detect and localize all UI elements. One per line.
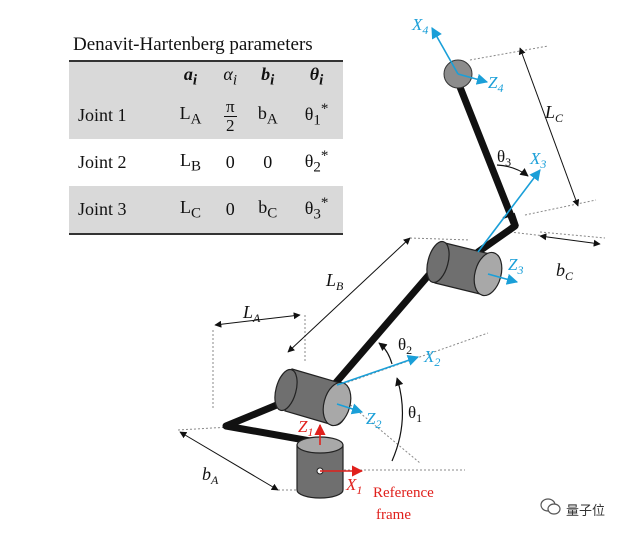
cell-b: bC bbox=[245, 186, 290, 235]
reference-frame-label-line2: frame bbox=[376, 507, 411, 523]
axes-red bbox=[314, 423, 364, 477]
label-z1: Z1 bbox=[298, 417, 313, 439]
label-theta3: θ3 bbox=[497, 147, 511, 169]
lc-top-guide bbox=[469, 45, 549, 61]
header-alpha: αi bbox=[214, 60, 246, 92]
label-ba: bA bbox=[202, 464, 219, 487]
base-cylinder bbox=[296, 436, 344, 499]
watermark: 量子位 bbox=[540, 498, 605, 520]
joint1-cylinder bbox=[274, 368, 352, 427]
reference-frame-label-line1: Reference bbox=[373, 485, 434, 501]
cell-alpha: 0 bbox=[214, 186, 246, 235]
cell-b: bA bbox=[245, 92, 290, 139]
label-z2: Z2 bbox=[366, 409, 381, 431]
label-la: LA bbox=[242, 302, 261, 325]
row-name: Joint 2 bbox=[78, 152, 127, 172]
label-z4: Z4 bbox=[488, 73, 503, 95]
label-theta2: θ2 bbox=[398, 335, 412, 357]
link-a bbox=[222, 398, 320, 446]
row-name: Joint 1 bbox=[69, 92, 166, 139]
x3-axis bbox=[477, 169, 541, 253]
z4-axis bbox=[457, 73, 489, 85]
dimension-arrows bbox=[179, 47, 601, 491]
ba-top-guide bbox=[177, 426, 231, 431]
table-row: Joint 2 LB 0 0 θ2* bbox=[69, 139, 343, 186]
label-x3: X3 bbox=[529, 149, 546, 171]
cell-theta: θ2* bbox=[304, 148, 329, 176]
bc-left-guide bbox=[509, 231, 546, 237]
cell-a: LA bbox=[166, 92, 215, 139]
cell-a: LB bbox=[179, 149, 201, 175]
label-x4: X4 bbox=[411, 15, 428, 37]
row-name: Joint 3 bbox=[69, 186, 166, 235]
bc-dimension bbox=[539, 233, 601, 247]
table-title: Denavit-Hartenberg parameters bbox=[73, 34, 313, 55]
ba-dimension bbox=[179, 431, 279, 491]
label-theta1: θ1 bbox=[408, 403, 422, 425]
label-z3: Z3 bbox=[508, 255, 523, 277]
x4-axis bbox=[431, 27, 459, 75]
label-x2: X2 bbox=[423, 347, 440, 369]
label-lb: LB bbox=[325, 270, 344, 293]
link-c bbox=[454, 78, 519, 256]
lc-bottom-guide bbox=[524, 199, 597, 216]
header-theta: θi bbox=[290, 60, 343, 92]
header-blank bbox=[69, 60, 166, 92]
theta2-arc bbox=[378, 342, 393, 365]
label-bc: bC bbox=[556, 260, 574, 283]
cell-a: LC bbox=[166, 186, 215, 235]
cell-b: 0 bbox=[263, 152, 273, 172]
header-b: bi bbox=[245, 60, 290, 92]
cell-alpha: 0 bbox=[225, 152, 235, 172]
x2-axis bbox=[336, 355, 420, 386]
cell-theta: θ1* bbox=[290, 92, 343, 139]
joint2-cylinder bbox=[426, 240, 503, 297]
table-header-row: ai αi bi θi bbox=[69, 60, 343, 92]
z2-axis bbox=[336, 403, 364, 415]
right-angle-marker bbox=[502, 212, 519, 227]
joint2-axis-line bbox=[334, 391, 421, 464]
theta1-arc bbox=[391, 377, 404, 462]
wechat-icon bbox=[540, 498, 562, 520]
la-dimension bbox=[214, 312, 301, 328]
lb-dimension bbox=[287, 237, 411, 353]
reference-lines bbox=[177, 45, 606, 491]
label-lc: LC bbox=[544, 102, 564, 125]
watermark-text: 量子位 bbox=[566, 503, 606, 519]
lc-dimension bbox=[518, 47, 580, 207]
header-a: ai bbox=[166, 60, 215, 92]
theta3-arc bbox=[496, 164, 529, 177]
lb-top-guide bbox=[409, 237, 471, 241]
label-x1: X1 bbox=[345, 475, 362, 497]
table-row: Joint 3 LC 0 bC θ3* bbox=[69, 186, 343, 235]
cell-theta: θ3* bbox=[290, 186, 343, 235]
z3-axis bbox=[487, 273, 519, 285]
